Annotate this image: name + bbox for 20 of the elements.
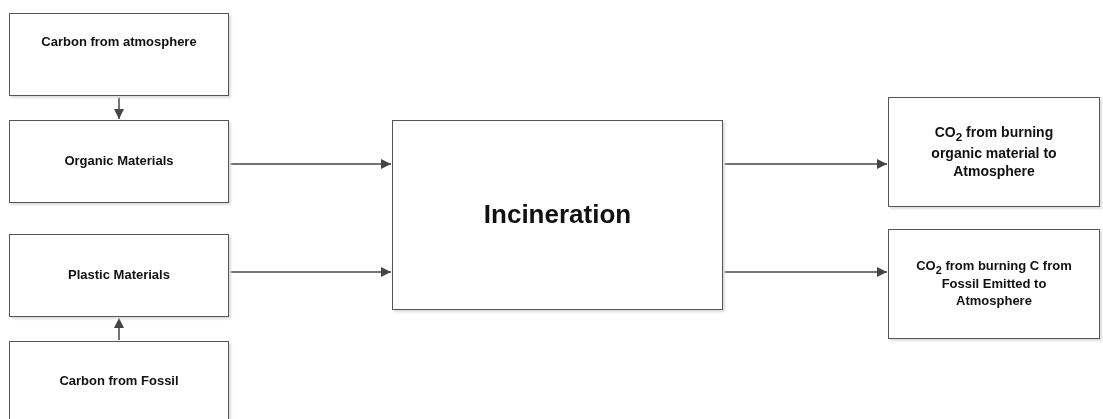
arrow [723, 159, 888, 169]
arrow [114, 96, 124, 120]
box-label: Incineration [482, 198, 633, 232]
process-box [9, 120, 229, 203]
process-box [392, 120, 723, 310]
box-label: Carbon from atmosphere [40, 34, 198, 51]
arrow [723, 267, 888, 277]
box-label: Carbon from Fossil [58, 372, 180, 390]
box-label: CO$_{2}$ from burning organic material to Atmosphere [930, 123, 1058, 181]
process-box [888, 97, 1100, 207]
arrow [114, 317, 124, 341]
process-box [888, 229, 1100, 339]
arrow [229, 159, 392, 169]
process-box [9, 234, 229, 317]
process-box [9, 341, 229, 419]
box-label: Plastic Materials [67, 267, 171, 284]
box-label: CO$_{2}$ from burning C from Fossil Emitted to Atmosphere [915, 257, 1073, 311]
box-label: Organic Materials [63, 153, 175, 170]
process-box [9, 13, 229, 96]
arrow [229, 267, 392, 277]
